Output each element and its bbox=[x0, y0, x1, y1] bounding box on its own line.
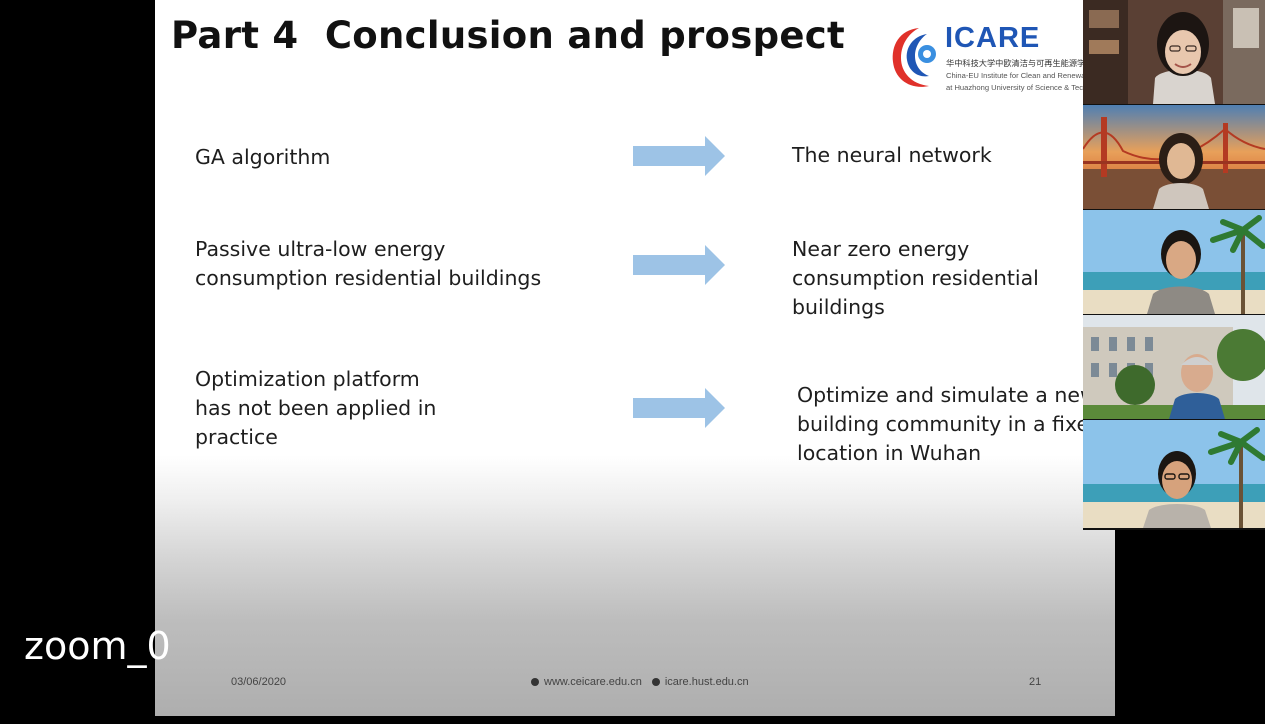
participant-video-tile[interactable] bbox=[1083, 315, 1265, 421]
shared-slide: Part 4 Conclusion and prospect ICARE 华中科… bbox=[155, 0, 1115, 716]
bullet-icon bbox=[531, 678, 539, 687]
slide-date: 03/06/2020 bbox=[231, 676, 287, 688]
text-line: building community in a fixed bbox=[797, 412, 1103, 436]
participant-name-label: zoom_0 bbox=[24, 624, 171, 668]
bullet-icon bbox=[651, 678, 660, 687]
participant-1-video bbox=[1083, 0, 1265, 104]
text-line: consumption residential bbox=[792, 266, 1039, 290]
text-line: GA algorithm bbox=[195, 145, 331, 169]
text-line: buildings bbox=[792, 295, 885, 319]
icare-logo: ICARE 华中科技大学中欧清洁与可再生能源学院 China-EU Instit… bbox=[889, 22, 1115, 98]
row-1-right-text: The neural network bbox=[792, 141, 1092, 170]
text-line: consumption residential buildings bbox=[195, 266, 542, 290]
text-line: Passive ultra-low energy bbox=[195, 237, 446, 261]
logo-chinese-name: 华中科技大学中欧清洁与可再生能源学院 bbox=[946, 59, 1094, 68]
right-arrow-icon bbox=[633, 136, 725, 176]
logo-english-line-2: at Huazhong University of Science & Tech… bbox=[946, 83, 1110, 92]
row-3-right-text: Optimize and simulate a new building com… bbox=[797, 381, 1103, 468]
icare-logo-icon bbox=[892, 28, 936, 87]
participant-5-video bbox=[1083, 420, 1265, 528]
text-line: has not been applied in bbox=[195, 396, 437, 420]
text-line: practice bbox=[195, 425, 278, 449]
participant-video-tile[interactable] bbox=[1083, 0, 1265, 106]
text-line: Optimize and simulate a new bbox=[797, 383, 1097, 407]
text-line: Optimization platform bbox=[195, 367, 420, 391]
slide-title: Part 4 Conclusion and prospect bbox=[171, 14, 845, 57]
footer-link-2: icare.hust.edu.cn bbox=[651, 676, 749, 688]
participant-video-tile[interactable] bbox=[1083, 420, 1265, 530]
participant-video-tile[interactable] bbox=[1083, 105, 1265, 211]
slide-footer-links: www.ceicare.edu.cn icare.hust.edu.cn bbox=[531, 676, 749, 688]
participant-2-video bbox=[1083, 105, 1265, 209]
logo-english-line-1: China-EU Institute for Clean and Renewab… bbox=[946, 71, 1115, 80]
row-3-left-text: Optimization platform has not been appli… bbox=[195, 365, 575, 452]
footer-link-1-text: www.ceicare.edu.cn bbox=[544, 676, 642, 688]
participant-4-video bbox=[1083, 315, 1265, 419]
right-arrow-icon bbox=[633, 245, 725, 285]
participant-video-strip bbox=[1083, 0, 1265, 530]
text-line: Near zero energy bbox=[792, 237, 970, 261]
participant-3-video bbox=[1083, 210, 1265, 314]
footer-link-2-text: icare.hust.edu.cn bbox=[664, 676, 749, 688]
slide-page-number: 21 bbox=[1029, 676, 1042, 688]
logo-name: ICARE bbox=[945, 22, 1041, 54]
row-2-left-text: Passive ultra-low energy consumption res… bbox=[195, 235, 575, 293]
text-line: The neural network bbox=[792, 143, 992, 167]
row-1-left-text: GA algorithm bbox=[195, 143, 575, 172]
participant-video-tile[interactable] bbox=[1083, 210, 1265, 316]
right-arrow-icon bbox=[633, 388, 725, 428]
row-2-right-text: Near zero energy consumption residential… bbox=[792, 235, 1092, 322]
footer-link-1: www.ceicare.edu.cn bbox=[531, 676, 642, 688]
text-line: location in Wuhan bbox=[797, 441, 982, 465]
